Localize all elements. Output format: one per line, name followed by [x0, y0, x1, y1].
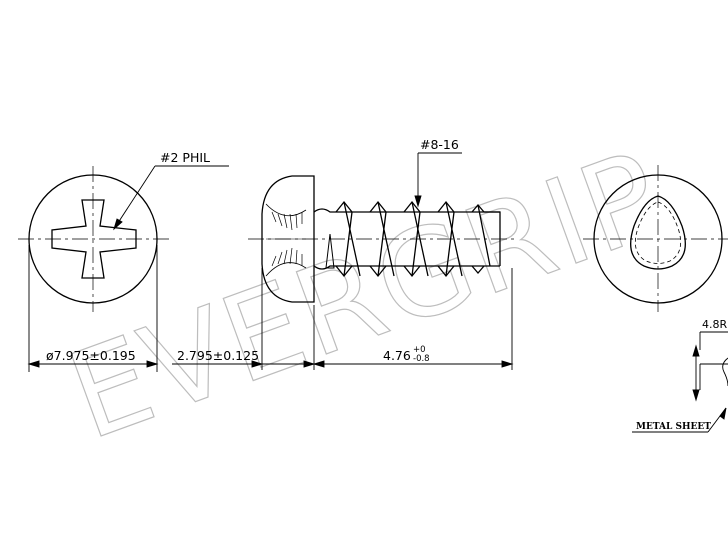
length-tol-upper: +0: [413, 345, 426, 355]
length-tol-lower: -0.8: [413, 354, 430, 364]
drive-label: #2 PHIL: [160, 150, 210, 165]
metal-sheet-label: METAL SHEET: [636, 422, 711, 432]
end-view: [583, 165, 728, 312]
length-base: 4.76: [383, 348, 411, 363]
length-label: 4.76: [383, 348, 411, 363]
radius-label: 4.8R: [702, 318, 727, 331]
drive-leader: [113, 165, 229, 231]
head-diameter-label: ø7.975±0.195: [46, 348, 136, 363]
head-diameter-dimension: [27, 245, 159, 372]
thread-label: #8-16: [420, 137, 459, 152]
watermark: EVERGRIP: [52, 126, 680, 468]
length-dimensions: [172, 268, 514, 370]
side-view: [248, 175, 516, 303]
front-view: [18, 166, 170, 312]
sheet-detail: [632, 331, 728, 433]
thread-leader: [414, 152, 462, 208]
head-height-label: 2.795±0.125: [177, 348, 259, 363]
